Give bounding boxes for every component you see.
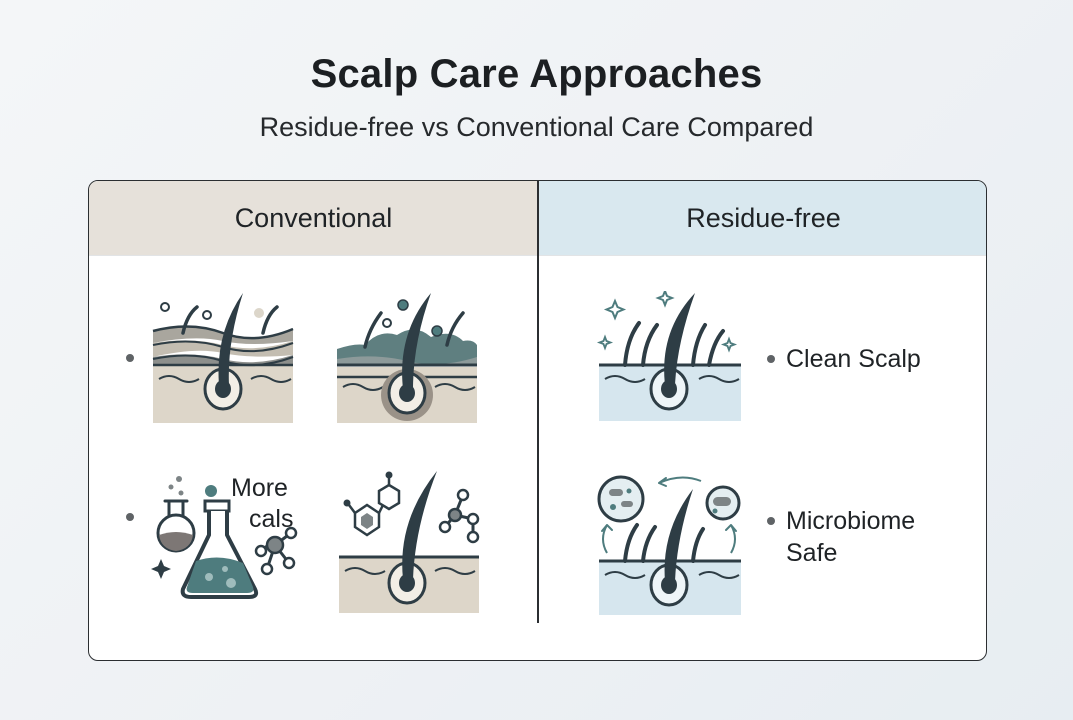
label-more-chemicals-line1: More: [231, 474, 288, 502]
chemical-flask-icon: [151, 476, 298, 599]
column-heading-residue-free: Residue-free: [686, 202, 841, 233]
label-microbiome-safe-line1: Microbiome: [786, 507, 916, 535]
molecule-follicle-icon: [339, 471, 480, 613]
comparison-card: Conventional Residue-free: [88, 180, 987, 661]
label-more-chemicals-line2: cals: [249, 505, 294, 533]
label-microbiome-safe-line2: Safe: [786, 539, 838, 567]
label-clean-scalp: Clean Scalp: [786, 345, 921, 373]
bullet-clean-scalp: [767, 355, 775, 363]
bullet-microbiome-safe: [767, 517, 775, 525]
buildup-scalp-icon: [152, 293, 294, 423]
bullet-conventional-1: [126, 354, 134, 362]
clogged-follicle-icon: [337, 293, 477, 423]
microbiome-safe-icon: [597, 475, 741, 615]
column-heading-conventional: Conventional: [234, 202, 393, 233]
page-subtitle: Residue-free vs Conventional Care Compar…: [259, 112, 814, 142]
column-divider: [537, 181, 539, 623]
page-title: Scalp Care Approaches: [310, 52, 763, 96]
bullet-conventional-2: [126, 513, 134, 521]
column-header-residue-free: Residue-free: [539, 181, 986, 255]
clean-scalp-icon: [596, 291, 741, 421]
column-header-conventional: Conventional: [89, 181, 538, 255]
